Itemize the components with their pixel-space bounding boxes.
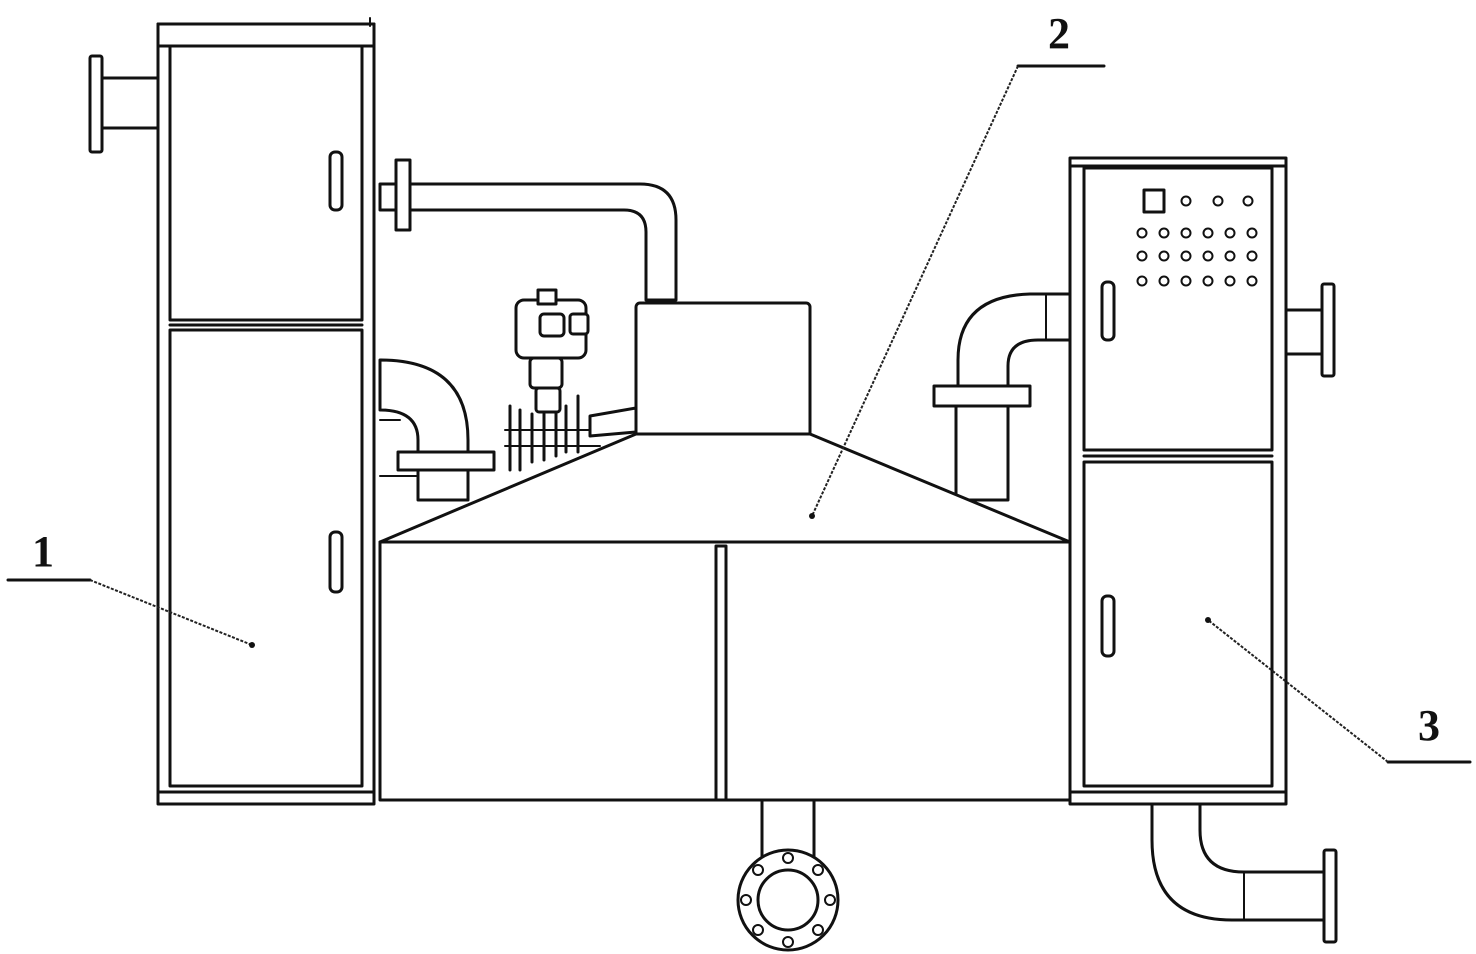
label-2: 2: [1048, 9, 1070, 58]
right-control-cabinet: [1068, 156, 1338, 944]
label-1-group: 1: [6, 527, 255, 648]
right-lower-handle: [1100, 594, 1116, 658]
right-cabinet-lower-door: [1082, 460, 1274, 788]
left-cabinet-lower-door: [168, 328, 364, 788]
label-1: 1: [32, 527, 54, 576]
tank-body: [378, 540, 1072, 802]
right-elbow-flange: [932, 384, 1032, 408]
top-connecting-pipe: [378, 158, 678, 302]
motor-valve-assembly: [504, 288, 638, 472]
label-3: 3: [1418, 701, 1440, 750]
left-cabinet-upper-door: [168, 44, 364, 322]
label-3-group: 3: [1205, 617, 1472, 764]
center-top-box: [634, 301, 812, 439]
right-bottom-elbow-pipe: [1150, 802, 1332, 922]
left-upper-handle: [328, 150, 344, 212]
control-panel: [1136, 188, 1258, 287]
left-cabinet-frame: [156, 22, 376, 806]
left-side-pipe: [98, 76, 160, 130]
left-cabinet: [88, 17, 376, 806]
right-upper-handle: [1100, 280, 1116, 342]
panel-indicator-lights: [1136, 195, 1258, 287]
top-pipe-flange: [394, 158, 412, 232]
right-cabinet-frame: [1068, 156, 1288, 806]
right-bottom-flange: [1322, 848, 1338, 944]
panel-display-icon: [1142, 188, 1166, 214]
right-elbow-pipe: [932, 292, 1074, 502]
left-elbow-pipe: [378, 358, 496, 502]
left-lower-handle: [328, 530, 344, 594]
right-side-flange: [1320, 282, 1336, 378]
left-side-flange: [88, 54, 104, 154]
tank-divider: [714, 544, 728, 802]
right-cabinet-upper-door: [1082, 166, 1274, 452]
left-elbow-flange: [396, 450, 496, 472]
bottom-drain-pipe: [736, 798, 840, 952]
label-2-group: 2: [809, 9, 1106, 519]
